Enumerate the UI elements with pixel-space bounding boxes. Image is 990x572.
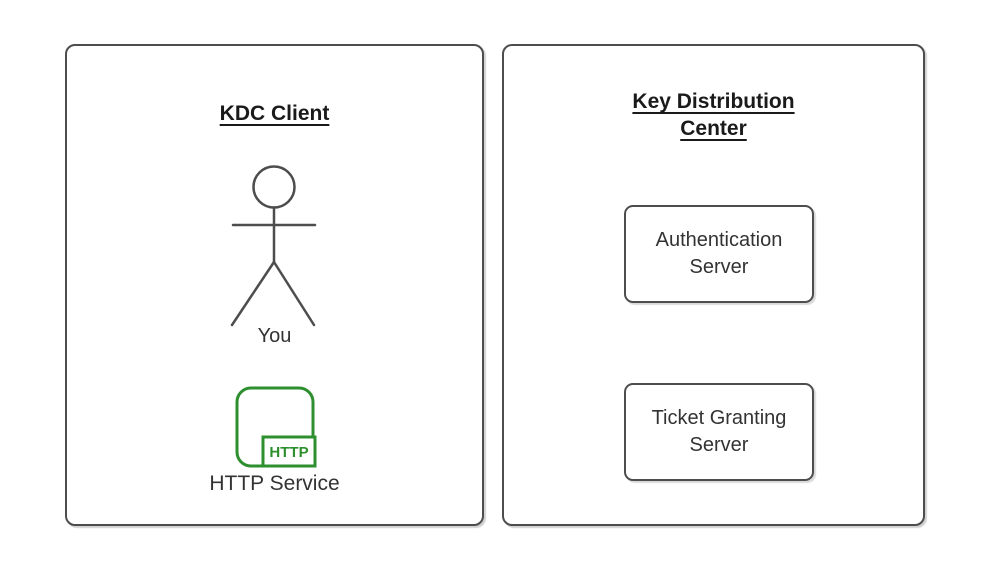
actor-right-leg-icon — [272, 260, 316, 327]
http-badge-box-icon — [261, 435, 317, 468]
actor-left-leg-icon — [230, 260, 276, 327]
kdc-client-panel: KDC Client You HTTP HTTP Service — [65, 44, 484, 526]
authentication-server-label-line-2: Server — [689, 256, 749, 278]
key-distribution-center-panel: Key Distribution Center Authentication S… — [502, 44, 925, 526]
ticket-granting-server-label-line-2: Server — [689, 434, 749, 456]
kdc-title-line-2: Center — [680, 117, 747, 140]
kdc-title-line-1: Key Distribution — [632, 90, 795, 113]
authentication-server-node: Authentication Server — [624, 205, 814, 303]
actor-head-icon — [252, 165, 296, 209]
http-service-label: HTTP Service — [209, 472, 340, 495]
authentication-server-label-line-1: Authentication — [655, 229, 783, 251]
ticket-granting-server-node: Ticket Granting Server — [624, 383, 814, 481]
key-distribution-center-title: Key Distribution Center — [504, 88, 923, 142]
kdc-client-title: KDC Client — [219, 102, 330, 125]
http-badge-label: HTTP — [269, 444, 308, 461]
ticket-granting-server-label-line-1: Ticket Granting — [651, 407, 787, 429]
http-service-icon: HTTP — [235, 386, 317, 468]
actor-label: You — [257, 325, 292, 347]
actor-figure-icon — [230, 165, 317, 327]
